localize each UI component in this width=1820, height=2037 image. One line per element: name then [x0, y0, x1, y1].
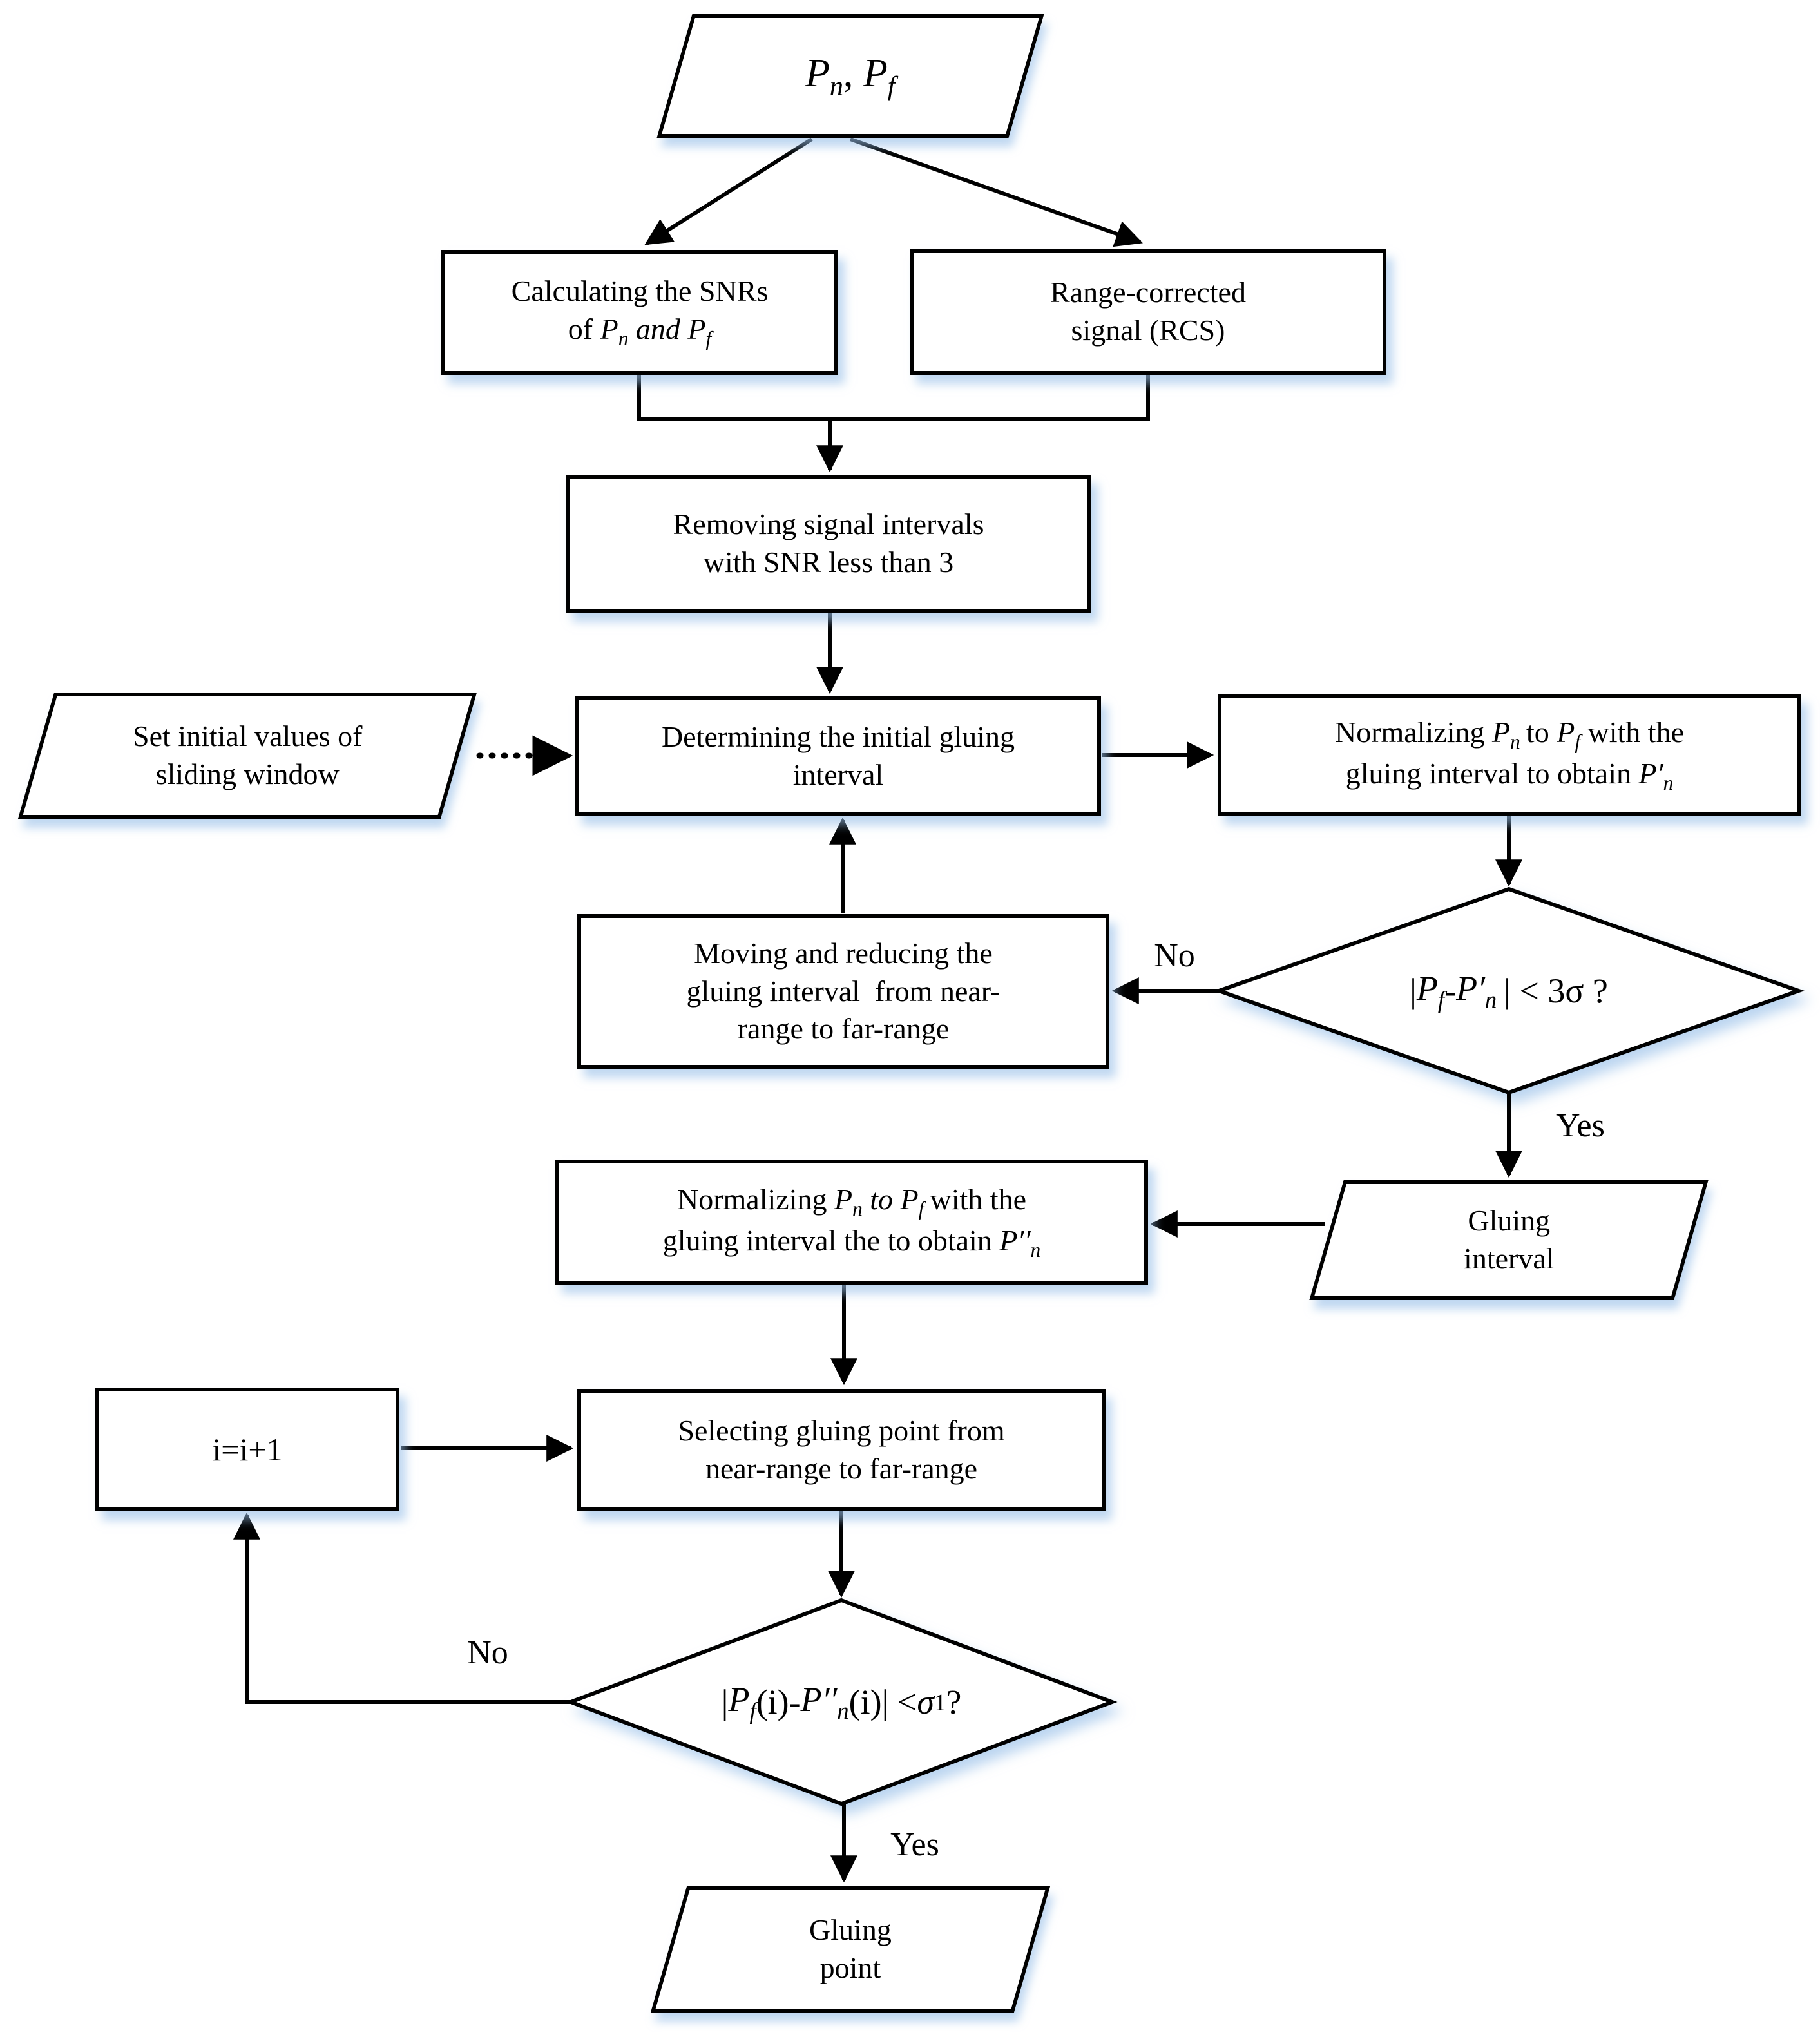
edge-decision2-no-to-increment — [233, 1512, 571, 1704]
decision-diamond-sigma1-shape — [565, 1598, 1118, 1806]
edge-branch-join — [637, 375, 1150, 421]
edge-label-yes-2: Yes — [890, 1826, 939, 1863]
edge-label-no-1: No — [1154, 937, 1195, 974]
edge-label-yes-1: Yes — [1556, 1107, 1605, 1144]
node-increment-label: i=i+1 — [212, 1431, 283, 1468]
node-input-signals-label: Pn, Pf — [805, 51, 896, 102]
edge-input-to-rcs — [849, 137, 1143, 247]
node-increment: i=i+1 — [95, 1388, 399, 1511]
node-input-signals: Pn, Pf — [656, 14, 1044, 138]
edge-label-no-2: No — [467, 1634, 508, 1671]
decision-3sigma-label: |Pf-P′n | < 3σ ? — [1410, 969, 1608, 1013]
edge-input-to-calc-snr — [644, 137, 813, 245]
